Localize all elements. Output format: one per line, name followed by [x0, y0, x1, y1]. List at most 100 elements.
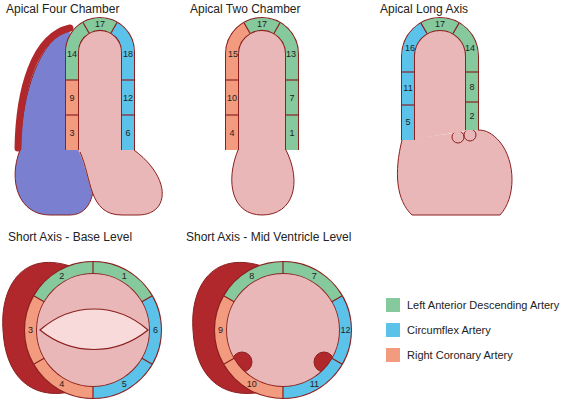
segment-divider [92, 387, 93, 399]
segment-divider [142, 358, 152, 364]
la-aorta-outline [397, 130, 512, 215]
segment-number: 11 [310, 380, 319, 389]
segment-number: 10 [247, 380, 257, 389]
segment-divider [401, 104, 415, 105]
segment-number: 18 [123, 50, 133, 59]
segment-divider [465, 71, 479, 72]
legend-swatch [386, 298, 400, 312]
wall-segment [39, 268, 93, 299]
wall-segment [66, 80, 78, 115]
lv-cavity [232, 24, 292, 150]
wall-segment [286, 115, 298, 150]
left-atrium-outline [232, 150, 294, 215]
segment-number: 13 [286, 50, 296, 59]
segment-number: 9 [218, 326, 223, 335]
segment-number: 2 [59, 271, 64, 280]
segment-number: 5 [122, 380, 127, 389]
view-title: Short Axis - Base Level [8, 231, 132, 243]
wall-segment [283, 361, 337, 392]
segment-number: 1 [289, 129, 294, 138]
segment-divider [285, 79, 299, 80]
ring-border [221, 268, 346, 393]
wall-segment [122, 115, 134, 150]
segment-number: 10 [227, 94, 237, 103]
wall-segment [229, 361, 283, 392]
legend-swatch [386, 348, 400, 362]
segment-number: 12 [340, 326, 350, 335]
lv-cavity [72, 24, 128, 150]
segment-divider [453, 23, 459, 33]
lv-cavity [408, 24, 472, 140]
segment-number: 2 [469, 112, 474, 121]
segment-divider [65, 114, 79, 115]
segment-number: 6 [125, 129, 130, 138]
legend-swatch [386, 323, 400, 337]
view-title: Apical Four Chamber [6, 3, 119, 15]
segment-divider [121, 79, 135, 80]
wall-segment [93, 268, 147, 299]
segment-number: 4 [59, 380, 64, 389]
segment-divider [34, 358, 44, 364]
wall-segment [39, 361, 93, 392]
wall-segment [402, 72, 414, 105]
left-atrium [232, 150, 294, 215]
segment-number: 17 [95, 20, 105, 29]
segment-number: 15 [228, 50, 238, 59]
segment-number: 16 [405, 44, 415, 53]
wall-segment [283, 268, 337, 299]
segment-divider [224, 358, 234, 364]
segment-number: 7 [289, 94, 294, 103]
mitral-valve [40, 309, 148, 350]
segment-divider [34, 296, 44, 302]
wall-segment [93, 361, 147, 392]
wall-segment [286, 80, 298, 115]
segment-divider [225, 79, 239, 80]
segment-divider [225, 114, 239, 115]
segment-divider [92, 262, 93, 274]
segment-divider [282, 262, 283, 274]
segment-number: 17 [435, 20, 445, 29]
segment-divider [83, 23, 89, 33]
segment-divider [274, 23, 280, 33]
segment-divider [421, 23, 427, 33]
wall-segment [226, 80, 238, 115]
wall-segment [66, 115, 78, 150]
segment-divider [465, 101, 479, 102]
view-title: Short Axis - Mid Ventricle Level [186, 231, 351, 243]
segment-divider [401, 71, 415, 72]
segment-divider [65, 79, 79, 80]
segment-divider [121, 114, 135, 115]
left-atrium [78, 150, 162, 215]
segment-divider [332, 296, 342, 302]
wall-segment [226, 115, 238, 150]
segment-number: 9 [69, 94, 74, 103]
segment-divider [142, 296, 152, 302]
segment-number: 7 [312, 271, 317, 280]
lv-wall-border [232, 24, 292, 150]
legend-text: Left Anterior Descending Artery [407, 299, 559, 311]
segment-number: 14 [67, 50, 77, 59]
segment-number: 6 [153, 326, 158, 335]
segment-number: 14 [465, 44, 475, 53]
segment-number: 11 [403, 84, 412, 93]
segment-number: 1 [122, 271, 127, 280]
left-atrium-outline [80, 150, 162, 215]
la-aorta-region [397, 130, 512, 215]
wall-segment [466, 102, 478, 130]
segment-divider [224, 296, 234, 302]
segment-divider [332, 358, 342, 364]
lv-wall-border [408, 24, 472, 140]
wall-segment [466, 72, 478, 102]
segment-divider [111, 23, 117, 33]
segment-number: 17 [257, 20, 267, 29]
view-title: Apical Long Axis [380, 3, 468, 15]
segment-number: 3 [69, 129, 74, 138]
segment-divider [285, 114, 299, 115]
segment-number: 3 [28, 326, 33, 335]
legend-text: Circumflex Artery [407, 324, 491, 336]
segment-number: 8 [249, 271, 254, 280]
